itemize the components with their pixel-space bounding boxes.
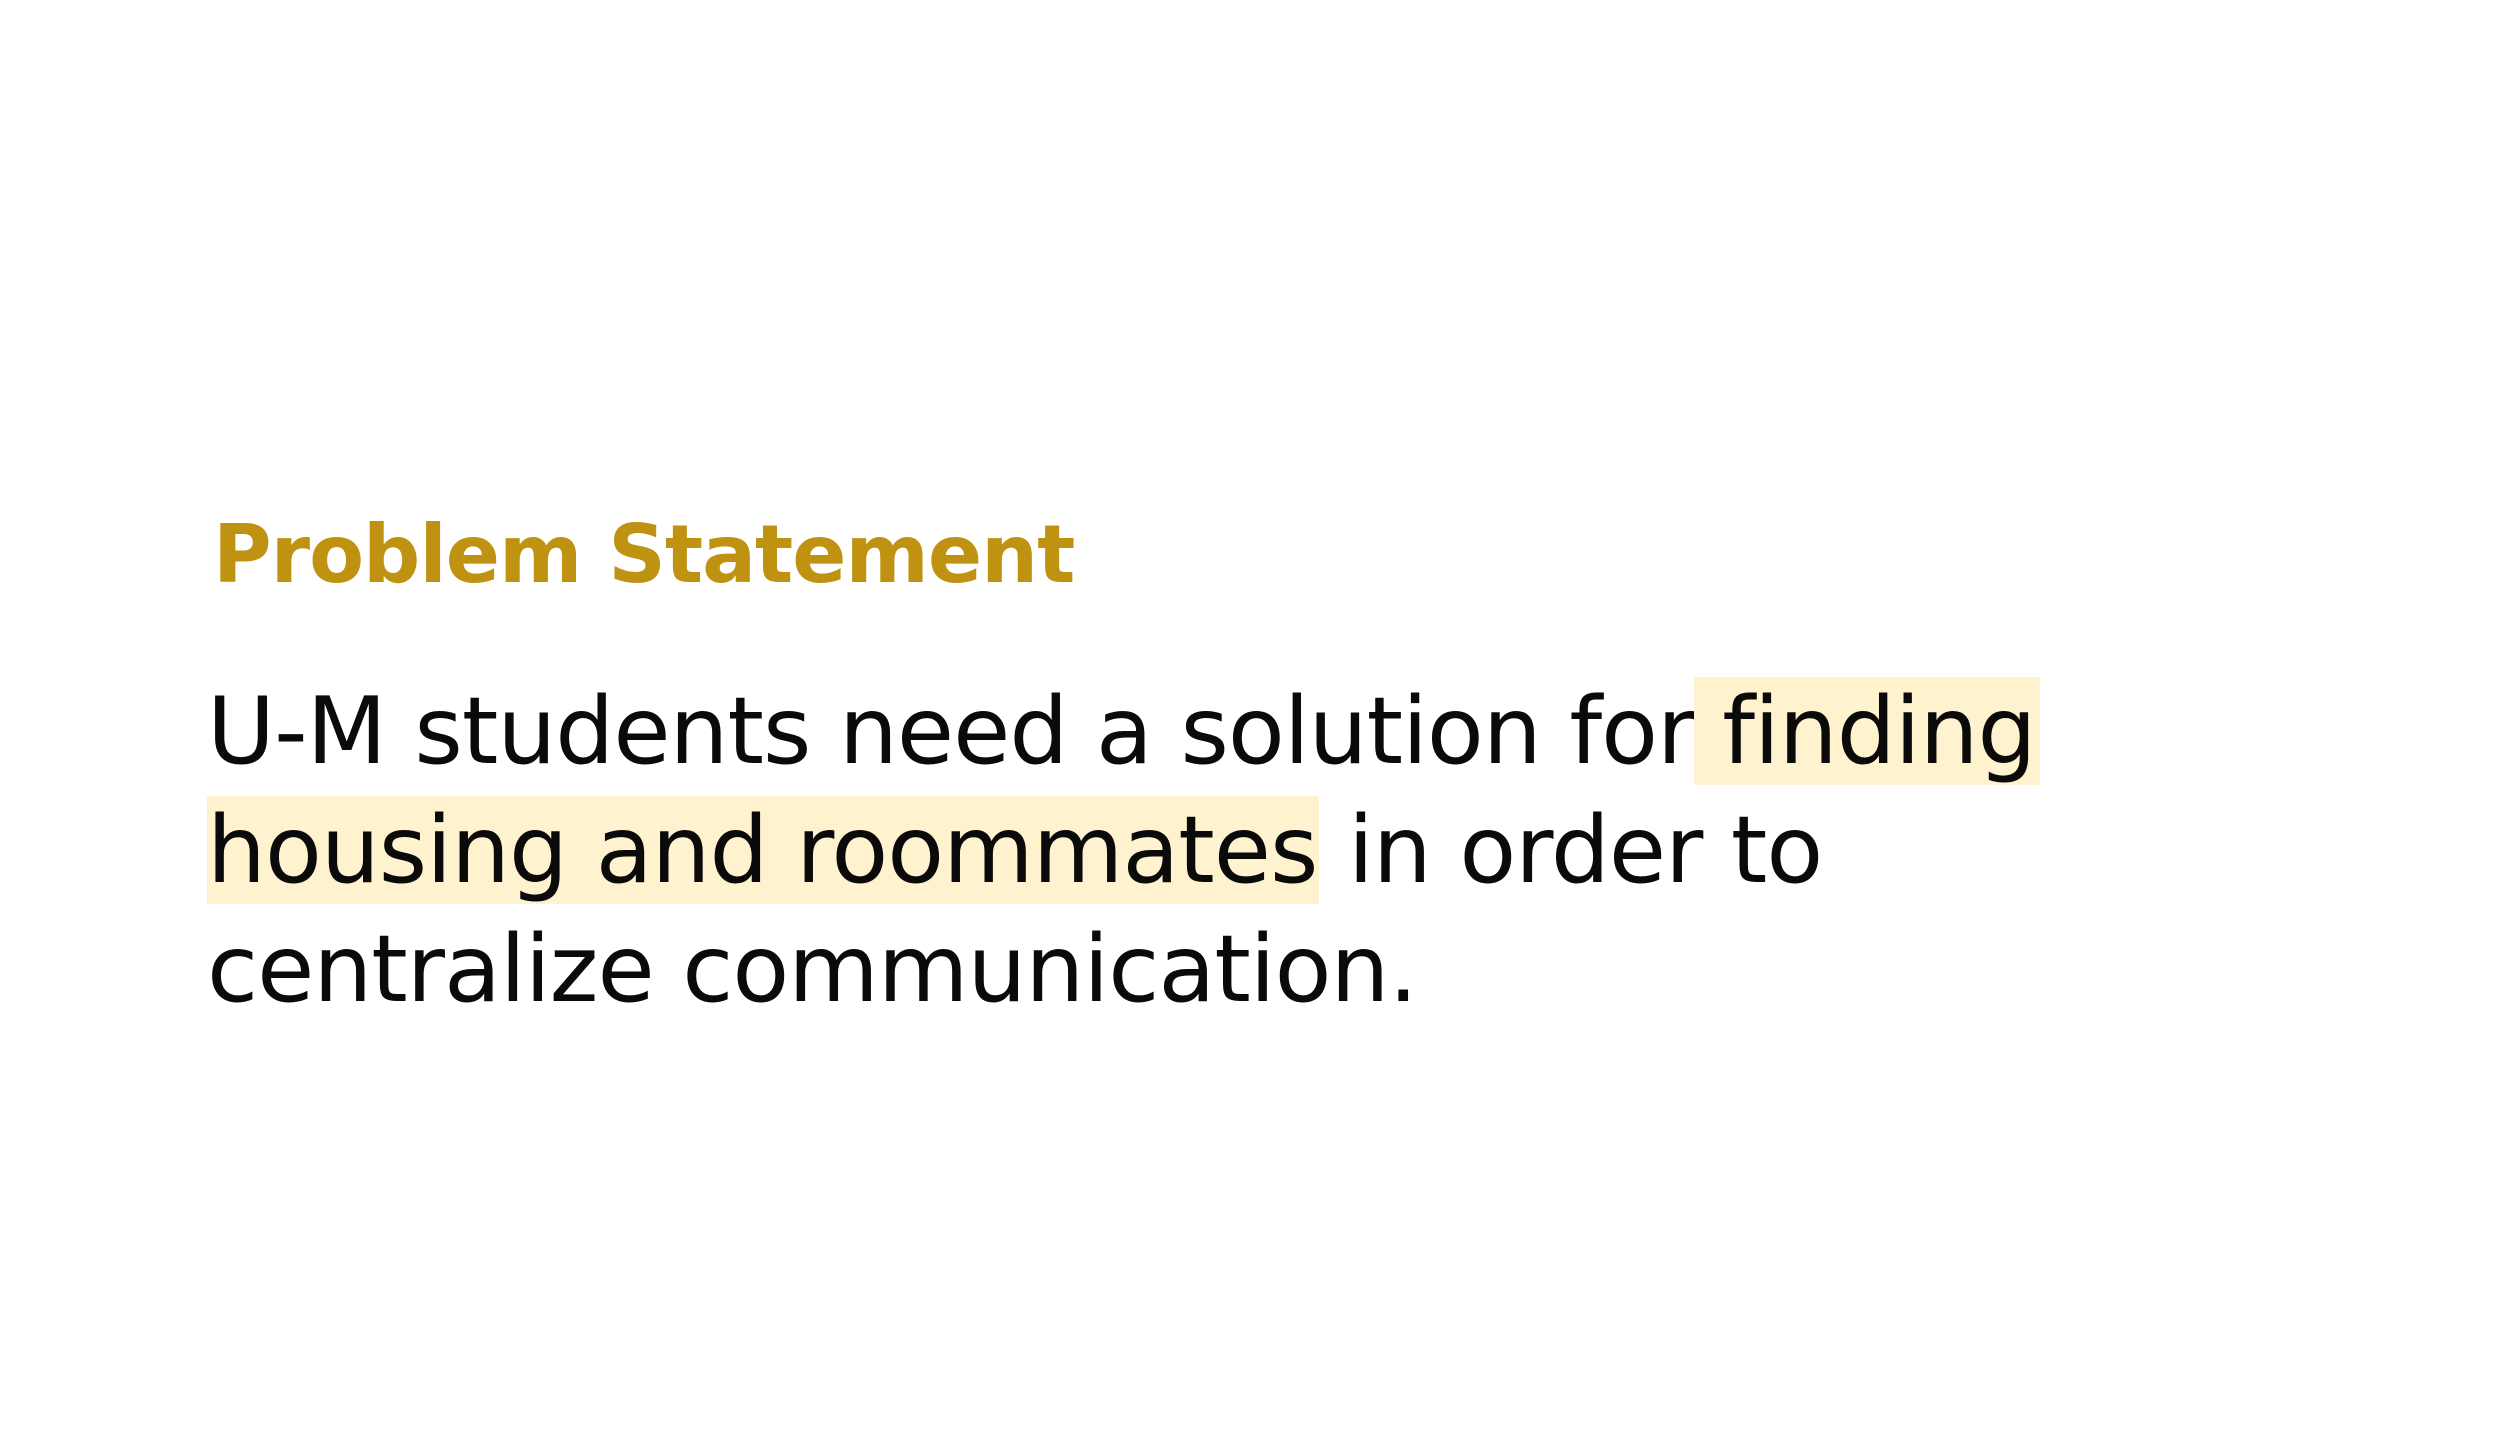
- highlighted-phrase: finding: [1694, 677, 2040, 785]
- statement-text-segment: U-M students need a solution for: [207, 677, 1695, 785]
- highlighted-phrase: housing and roommates: [207, 796, 1320, 904]
- statement-line-3: centralize communication.: [207, 910, 2457, 1029]
- statement-text-segment: in order to: [1319, 796, 1823, 904]
- problem-statement-heading: Problem Statement: [213, 508, 1075, 601]
- statement-text-segment: centralize communication.: [207, 915, 1418, 1023]
- statement-line-2: housing and roommates in order to: [207, 791, 2457, 910]
